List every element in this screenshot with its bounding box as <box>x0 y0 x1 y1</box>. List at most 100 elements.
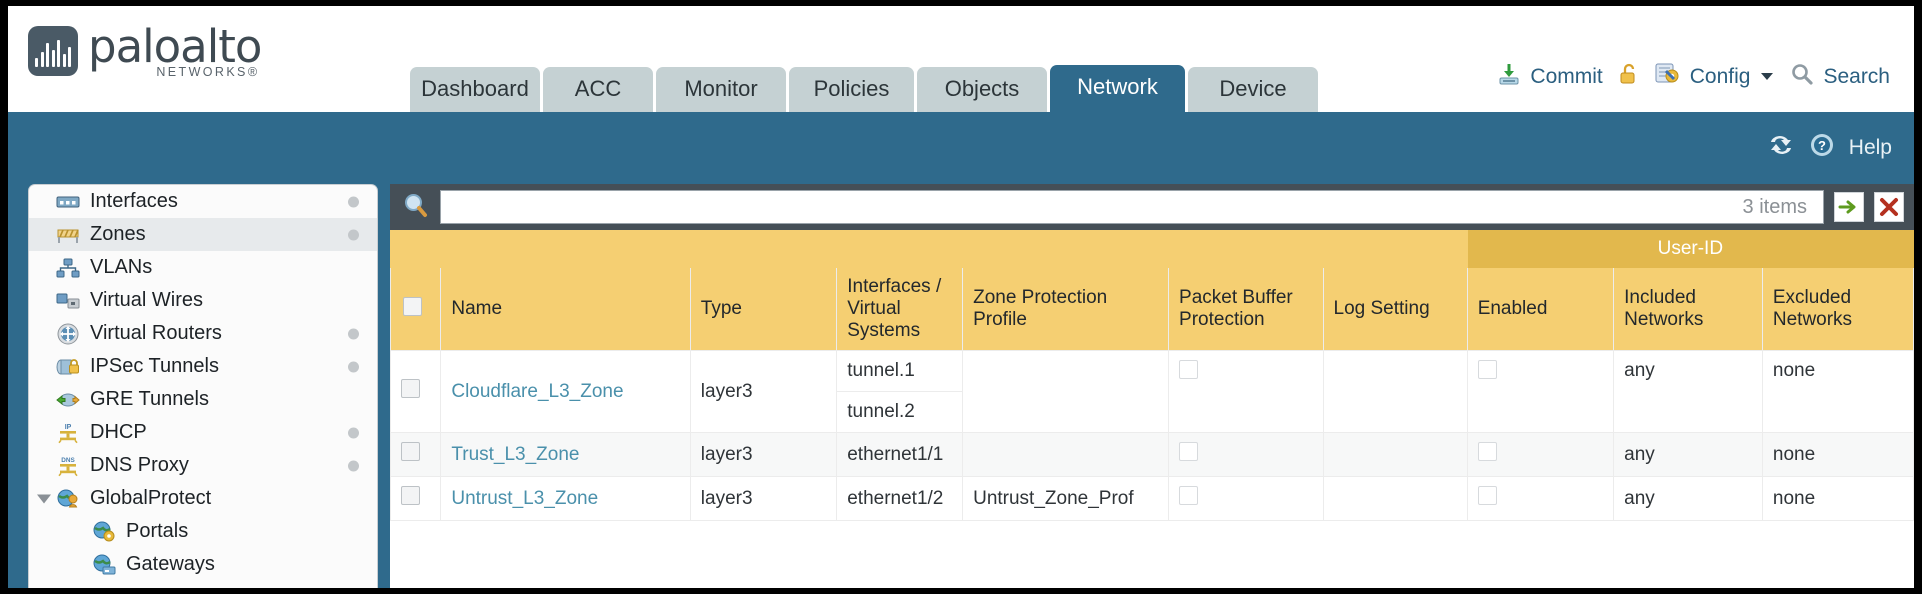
sidebar-item-globalprotect[interactable]: GlobalProtect <box>29 482 377 515</box>
search-icon[interactable] <box>1790 62 1814 92</box>
cell-name[interactable]: Trust_L3_Zone <box>440 432 691 477</box>
cell-packet-buffer-protection[interactable] <box>1168 476 1324 521</box>
packet-buffer-checkbox[interactable] <box>1179 442 1199 461</box>
cell-log-setting <box>1322 476 1468 521</box>
sidebar-item-ipsec-tunnels[interactable]: IPSec Tunnels <box>29 350 377 383</box>
interface-item: tunnel.2 <box>847 401 915 422</box>
interface-item: ethernet1/1 <box>847 443 944 465</box>
sidebar-item-dot <box>348 328 359 339</box>
apply-filter-button[interactable] <box>1834 192 1864 222</box>
sidebar-item-interfaces[interactable]: Interfaces <box>29 185 377 218</box>
userid-enabled-checkbox[interactable] <box>1477 360 1497 379</box>
row-select-cell[interactable] <box>390 476 442 521</box>
row-checkbox[interactable] <box>401 442 420 461</box>
row-select-cell[interactable] <box>390 350 442 433</box>
gre-tunnels-icon <box>55 389 81 410</box>
cell-type: layer3 <box>689 476 838 521</box>
svg-text:DNS: DNS <box>61 457 75 464</box>
zone-link[interactable]: Untrust_L3_Zone <box>451 487 599 509</box>
table-group-header-row: User-ID <box>390 230 1914 268</box>
col-header-packet-buffer-protection[interactable]: Packet Buffer Protection <box>1168 267 1324 351</box>
row-checkbox[interactable] <box>401 379 420 398</box>
table-body: Cloudflare_L3_Zone layer3 tunnel.1 tunne… <box>390 350 1914 521</box>
tab-device[interactable]: Device <box>1188 67 1318 112</box>
cell-userid-enabled[interactable] <box>1466 432 1615 477</box>
item-count-label: 3 items <box>1742 195 1807 218</box>
virtual-routers-icon <box>55 323 81 344</box>
sidebar-item-dot <box>348 361 359 372</box>
col-header-zone-protection-profile[interactable]: Zone Protection Profile <box>962 267 1170 351</box>
chevron-down-icon[interactable] <box>37 494 51 503</box>
dhcp-icon: IP <box>55 422 81 443</box>
cell-name[interactable]: Cloudflare_L3_Zone <box>440 350 691 433</box>
table-row[interactable]: Untrust_L3_Zone layer3 ethernet1/2 Untru… <box>390 476 1914 521</box>
config-button[interactable]: Config <box>1689 65 1751 88</box>
tab-acc[interactable]: ACC <box>543 67 653 112</box>
unlock-icon[interactable] <box>1618 62 1640 92</box>
userid-enabled-checkbox[interactable] <box>1477 442 1497 461</box>
paloalto-logo: paloalto NETWORKS® <box>28 20 262 79</box>
sidebar-item-label: Interfaces <box>90 190 178 212</box>
sidebar-item-dhcp[interactable]: IP DHCP <box>29 416 377 449</box>
help-icon[interactable]: ? <box>1809 132 1835 164</box>
col-header-log-setting[interactable]: Log Setting <box>1322 267 1468 351</box>
sidebar-item-label: VLANs <box>90 256 153 278</box>
packet-buffer-checkbox[interactable] <box>1179 486 1199 505</box>
cell-packet-buffer-protection[interactable] <box>1168 432 1324 477</box>
sidebar-item-virtual-wires[interactable]: Virtual Wires <box>29 284 377 317</box>
col-header-interfaces[interactable]: Interfaces / Virtual Systems <box>836 267 964 351</box>
sidebar-item-vlans[interactable]: VLANs <box>29 251 377 284</box>
row-select-cell[interactable] <box>390 432 442 477</box>
col-header-type[interactable]: Type <box>689 267 838 351</box>
cell-name[interactable]: Untrust_L3_Zone <box>440 476 691 521</box>
col-header-name[interactable]: Name <box>440 267 691 351</box>
col-header-included-networks[interactable]: Included Networks <box>1613 267 1763 351</box>
sidebar-item-gre-tunnels[interactable]: GRE Tunnels <box>29 383 377 416</box>
tab-monitor[interactable]: Monitor <box>656 67 786 112</box>
help-label[interactable]: Help <box>1848 136 1892 159</box>
brand-name: paloalto <box>88 20 262 73</box>
cell-packet-buffer-protection[interactable] <box>1168 350 1324 433</box>
table-header-row: Name Type Interfaces / Virtual Systems Z… <box>390 267 1914 351</box>
main-nav-tabs[interactable]: Dashboard ACC Monitor Policies Objects N… <box>410 65 1318 112</box>
zone-link[interactable]: Cloudflare_L3_Zone <box>451 380 624 402</box>
commit-button[interactable]: Commit <box>1530 65 1603 88</box>
virtual-wires-icon <box>55 290 81 311</box>
app-window: paloalto NETWORKS® Dashboard ACC Monitor… <box>8 6 1914 588</box>
select-all-header[interactable] <box>390 267 442 351</box>
commit-icon[interactable] <box>1497 62 1521 92</box>
clear-filter-button[interactable] <box>1874 192 1904 222</box>
sidebar-item-virtual-routers[interactable]: Virtual Routers <box>29 317 377 350</box>
select-all-checkbox[interactable] <box>403 296 422 316</box>
sidebar-item-dot <box>348 427 359 438</box>
blue-action-bar: ? Help <box>8 112 1914 184</box>
sidebar-item-dns-proxy[interactable]: DNS DNS Proxy <box>29 449 377 482</box>
table-row[interactable]: Cloudflare_L3_Zone layer3 tunnel.1 tunne… <box>390 350 1914 433</box>
sidebar-item-portals[interactable]: Portals <box>29 515 377 548</box>
cell-userid-enabled[interactable] <box>1466 476 1615 521</box>
search-button[interactable]: Search <box>1823 65 1890 88</box>
tab-dashboard[interactable]: Dashboard <box>410 67 540 112</box>
chevron-down-icon[interactable] <box>1759 65 1775 89</box>
logo-text: paloalto NETWORKS® <box>88 20 262 79</box>
tab-policies[interactable]: Policies <box>789 67 914 112</box>
sidebar-item-gateways[interactable]: Gateways <box>29 548 377 581</box>
tab-objects[interactable]: Objects <box>917 67 1047 112</box>
packet-buffer-checkbox[interactable] <box>1179 360 1199 379</box>
search-input[interactable]: 3 items <box>440 190 1824 224</box>
zones-table-wrapper[interactable]: User-ID Name Type Interfaces / Virtual S… <box>390 230 1914 588</box>
search-icon[interactable] <box>402 191 430 224</box>
zone-link[interactable]: Trust_L3_Zone <box>451 443 580 465</box>
cell-zone-protection-profile <box>962 432 1170 477</box>
brand-sub: NETWORKS® <box>156 65 260 79</box>
sidebar-item-zones[interactable]: Zones <box>29 218 377 251</box>
userid-enabled-checkbox[interactable] <box>1477 486 1497 505</box>
cell-userid-enabled[interactable] <box>1466 350 1615 433</box>
col-header-excluded-networks[interactable]: Excluded Networks <box>1761 267 1914 351</box>
col-header-enabled[interactable]: Enabled <box>1466 267 1615 351</box>
row-checkbox[interactable] <box>401 486 420 505</box>
config-icon[interactable] <box>1655 62 1681 92</box>
table-row[interactable]: Trust_L3_Zone layer3 ethernet1/1 any non… <box>390 432 1914 477</box>
tab-network[interactable]: Network <box>1050 65 1185 112</box>
refresh-icon[interactable] <box>1767 133 1795 163</box>
